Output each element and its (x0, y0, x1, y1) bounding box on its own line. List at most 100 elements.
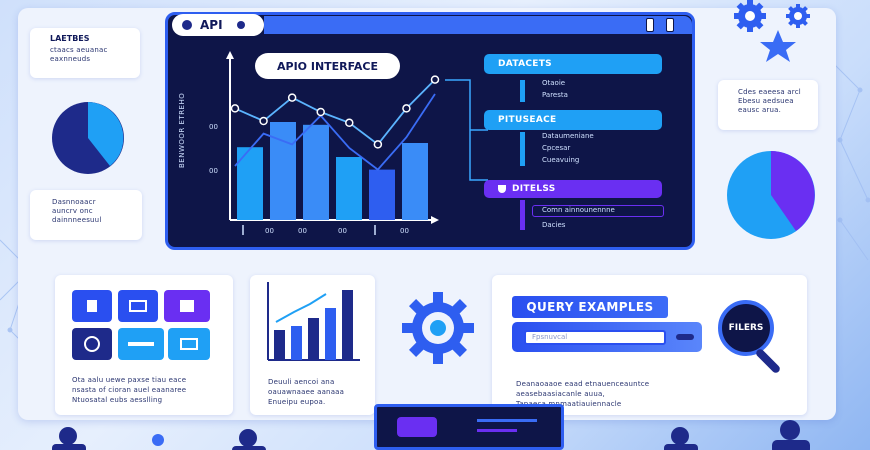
mini-bar (342, 290, 353, 360)
query-description: Deanaoaaoe eaad etnauenceauntce (516, 380, 650, 388)
left-summary-line: dainnneesuul (52, 216, 102, 224)
chart-point (230, 104, 240, 113)
pituseace-header[interactable]: PITUSEACE (484, 110, 662, 130)
pie-chart-icon (52, 102, 124, 174)
people-silhouettes (52, 420, 810, 450)
file-icon (87, 300, 97, 312)
api-chart: 00 00 00 00 00 00 (209, 51, 440, 235)
window-button[interactable] (646, 18, 654, 32)
x-tick-label: 00 (338, 227, 347, 235)
x-tick-label: 00 (265, 227, 274, 235)
envelope-icon (129, 300, 147, 312)
window-titlebar (264, 16, 692, 34)
gear-icon (734, 0, 810, 62)
mini-bar (274, 330, 285, 360)
connector-lines (445, 79, 488, 181)
envelope-tile[interactable] (168, 328, 210, 360)
api-tab[interactable]: API (172, 14, 264, 36)
bottom-left-line: Ota aalu uewe paxse tiau eace (72, 376, 187, 384)
left-card-heading: LAETBES (50, 34, 90, 43)
ditelss-header[interactable]: DITELSS (484, 180, 662, 198)
circle-icon (236, 21, 245, 29)
right-info-card: Cdes eaeesa arcl Ebesu aedsuea eausc aru… (718, 80, 818, 130)
mini-bar (325, 308, 336, 360)
chart-bar (303, 124, 329, 220)
left-card-line: ctaacs aeuanac (50, 46, 108, 54)
chart-point (287, 93, 297, 102)
mini-bar-chart (267, 282, 360, 361)
datasets-header[interactable]: DATACETS (484, 54, 662, 74)
chart-title: APIO INTERFACE (255, 53, 400, 79)
bottom-mid-line: Enueipu eupoa. (268, 398, 326, 406)
file-tile[interactable] (72, 290, 112, 322)
left-card-line: eaxnneuds (50, 55, 91, 63)
y-tick-label: 00 (209, 123, 218, 131)
image-icon (180, 300, 194, 312)
x-axis-arrow (431, 216, 439, 224)
api-tab-label: API (200, 18, 223, 32)
chart-bar (369, 169, 395, 220)
right-card-line: eausc arua. (738, 106, 782, 114)
datasets-item[interactable]: Paresta (542, 91, 568, 99)
envelope-tile[interactable] (118, 290, 158, 322)
monitor (374, 404, 564, 450)
chart-point (402, 104, 411, 113)
pituseace-item[interactable]: Cueavuing (542, 156, 580, 164)
mini-bar (308, 318, 319, 360)
window-button[interactable] (666, 18, 674, 32)
ditelss-item[interactable]: Dacies (542, 221, 566, 229)
left-info-card: LAETBES ctaacs aeuanac eaxnneuds (30, 28, 140, 78)
bar-tile[interactable] (118, 328, 164, 360)
chart-point (430, 75, 440, 84)
query-description: aeasebaasiacanle auua, (516, 390, 605, 398)
star-icon (760, 30, 796, 62)
chart-point (259, 116, 268, 126)
y-axis-label: BENWOOR ETREHO (178, 92, 186, 168)
pituseace-marker (520, 132, 525, 166)
chart-series-line (234, 78, 436, 146)
mini-bar (291, 326, 302, 360)
pie-chart-icon (727, 151, 815, 239)
shield-icon (498, 185, 506, 193)
envelope-icon (180, 338, 198, 350)
filters-label: FILERS (728, 323, 764, 333)
chart-point (373, 140, 383, 149)
chart-bar (336, 157, 362, 220)
query-examples-title: QUERY EXAMPLES (512, 296, 668, 318)
trend-line (275, 293, 327, 323)
bar-icon (128, 342, 154, 346)
monitor-line (477, 429, 517, 432)
left-summary-line: Dasnnoaacr (52, 198, 96, 206)
circle-tile[interactable] (72, 328, 112, 360)
pituseace-item[interactable]: Dataumeniane (542, 132, 594, 140)
filters-button[interactable]: FILERS (718, 300, 774, 356)
query-description: Tapaeca mnmaatiauiennacle (516, 400, 622, 408)
bottom-left-line: nsasta of cioran auel eaanaree (72, 386, 187, 394)
ditelss-label: DITELSS (512, 184, 556, 194)
left-summary-line: auncrv onc (52, 207, 93, 215)
chart-point (345, 118, 354, 128)
y-tick-label: 00 (209, 167, 218, 175)
x-tick-label: 00 (298, 227, 307, 235)
pituseace-item[interactable]: Cpcesar (542, 144, 571, 152)
x-tick-label: 00 (400, 227, 409, 235)
datasets-item[interactable]: Otaoie (542, 79, 566, 87)
bottom-mid-line: oauawnaaee aanaaa (268, 388, 345, 396)
left-summary-card: Dasnnoaacr auncrv onc dainnneesuul (30, 190, 142, 240)
chart-point (316, 107, 325, 117)
bottom-mid-line: Deuuli aencoi ana (268, 378, 335, 386)
chart-bar (402, 143, 428, 220)
circle-icon (182, 20, 192, 30)
ditelss-row-frame (532, 205, 664, 217)
monitor-shape (397, 417, 437, 437)
query-input[interactable]: Fpsnuvcal (524, 330, 666, 345)
gear-icon (402, 292, 474, 364)
datasets-marker (520, 80, 525, 102)
chart-series-line (234, 93, 436, 171)
monitor-line (477, 419, 537, 422)
image-tile[interactable] (164, 290, 210, 322)
query-toggle[interactable] (676, 334, 694, 340)
bottom-left-line: Ntuosatal eubs aesslling (72, 396, 163, 404)
ditelss-item[interactable]: Comn ainnounennne (542, 206, 615, 214)
